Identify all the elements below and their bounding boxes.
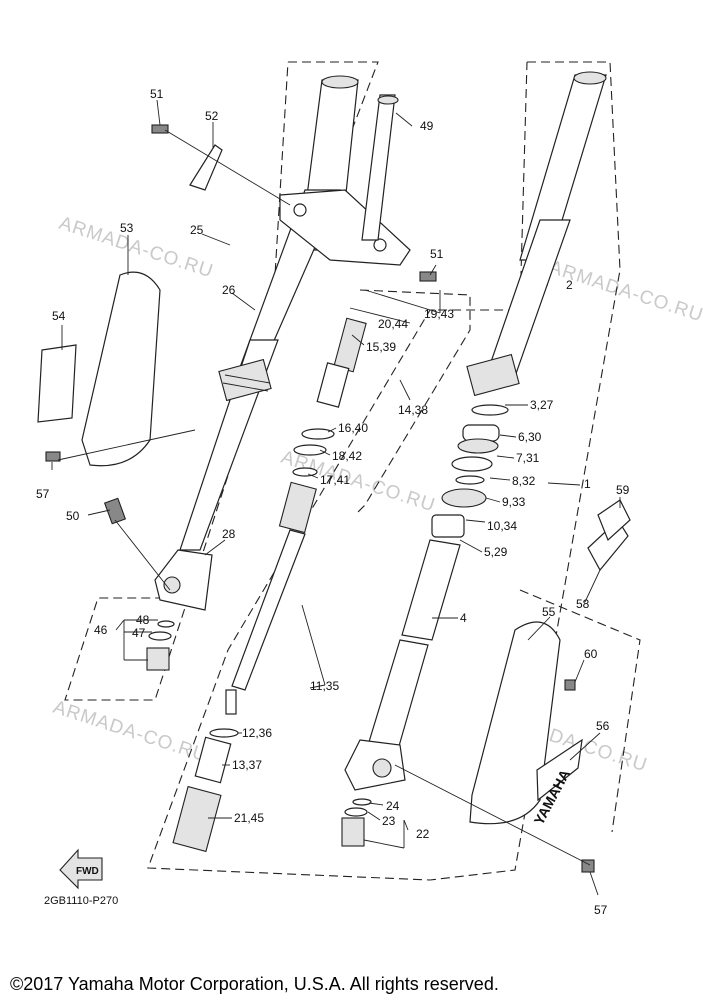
fwd-label: FWD	[76, 866, 99, 877]
copyright-text: ©2017 Yamaha Motor Corporation, U.S.A. A…	[10, 974, 499, 994]
callout: 26	[222, 283, 236, 297]
seal-stack	[431, 404, 509, 538]
bolt-51-right	[419, 271, 437, 282]
callout: 2	[566, 278, 573, 292]
damper-cartridge	[172, 317, 367, 853]
drain-bolt-46	[146, 647, 170, 671]
callout: 24	[386, 799, 400, 813]
callout: 47	[132, 626, 146, 640]
callout: 57	[594, 903, 608, 917]
callout: 6,30	[518, 430, 542, 444]
bolt-57-right	[581, 859, 595, 873]
callout: 58	[576, 597, 590, 611]
callout: 10,34	[487, 519, 517, 533]
callout: 12,36	[242, 726, 272, 740]
steering-stem	[361, 94, 399, 241]
callout: 46	[94, 623, 108, 637]
right-outer-tube	[466, 71, 607, 397]
callout: 8,32	[512, 474, 536, 488]
callout: 51	[430, 247, 444, 261]
oring-24	[352, 798, 372, 806]
washer-23	[344, 807, 368, 817]
callout: 25	[190, 223, 204, 237]
drain-bolt-22	[341, 817, 365, 847]
leader-lines	[51, 99, 621, 896]
drawing-code: 2GB1110-P270	[44, 895, 118, 907]
callout-labels: 51 52 49 53 25 51 2 26 19,43 54 20,44 15…	[36, 87, 630, 917]
decal-54	[37, 344, 77, 423]
callout: 20,44	[378, 317, 408, 331]
callout: 49	[420, 119, 434, 133]
callout: 56	[596, 719, 610, 733]
callout: 59	[616, 483, 630, 497]
callout: 48	[136, 613, 150, 627]
callout: 51	[150, 87, 164, 101]
callout: 16,40	[338, 421, 368, 435]
left-fork-guard	[81, 271, 161, 467]
callout: 15,39	[366, 340, 396, 354]
callout: 19,43	[424, 307, 454, 321]
fwd-arrow-icon: FWD	[59, 848, 103, 890]
outline-guard	[519, 589, 641, 833]
callout: 52	[205, 109, 219, 123]
callout: 18,42	[332, 449, 362, 463]
callout: 3,27	[530, 398, 554, 412]
oring-48	[157, 620, 175, 628]
callout: 14,38	[398, 403, 428, 417]
callout: 9,33	[502, 495, 526, 509]
outline-right-fork	[147, 61, 621, 881]
callout: 55	[542, 605, 556, 619]
right-inner-tube	[344, 539, 461, 791]
callout: 22	[416, 827, 430, 841]
bolt-51-top	[151, 124, 169, 134]
callout: 57	[36, 487, 50, 501]
outline-cartridge	[354, 289, 471, 516]
callout: 11,35	[310, 679, 339, 693]
upper-triple-clamp	[279, 189, 411, 266]
callout: 7,31	[516, 451, 540, 465]
yamaha-decal	[536, 738, 583, 802]
callout: 4	[460, 611, 467, 625]
callout: 13,37	[232, 758, 262, 772]
nut-60	[564, 679, 576, 691]
callout: 5,29	[484, 545, 508, 559]
callout: 17,41	[320, 473, 350, 487]
callout: 53	[120, 221, 134, 235]
callout: 1	[584, 477, 591, 491]
watermark: ARMADA-CO.RU	[50, 697, 209, 767]
bolt-50	[103, 497, 127, 525]
callout: 28	[222, 527, 236, 541]
guard-piece-59	[597, 499, 631, 542]
callout: 60	[584, 647, 598, 661]
callout: 50	[66, 509, 80, 523]
callout: 54	[52, 309, 66, 323]
callout: 23	[382, 814, 396, 828]
clip-52	[189, 144, 223, 191]
bolt-57-left	[45, 451, 61, 462]
left-axle-bracket	[154, 549, 213, 611]
washer-47	[148, 631, 172, 641]
callout: 21,45	[234, 811, 264, 825]
